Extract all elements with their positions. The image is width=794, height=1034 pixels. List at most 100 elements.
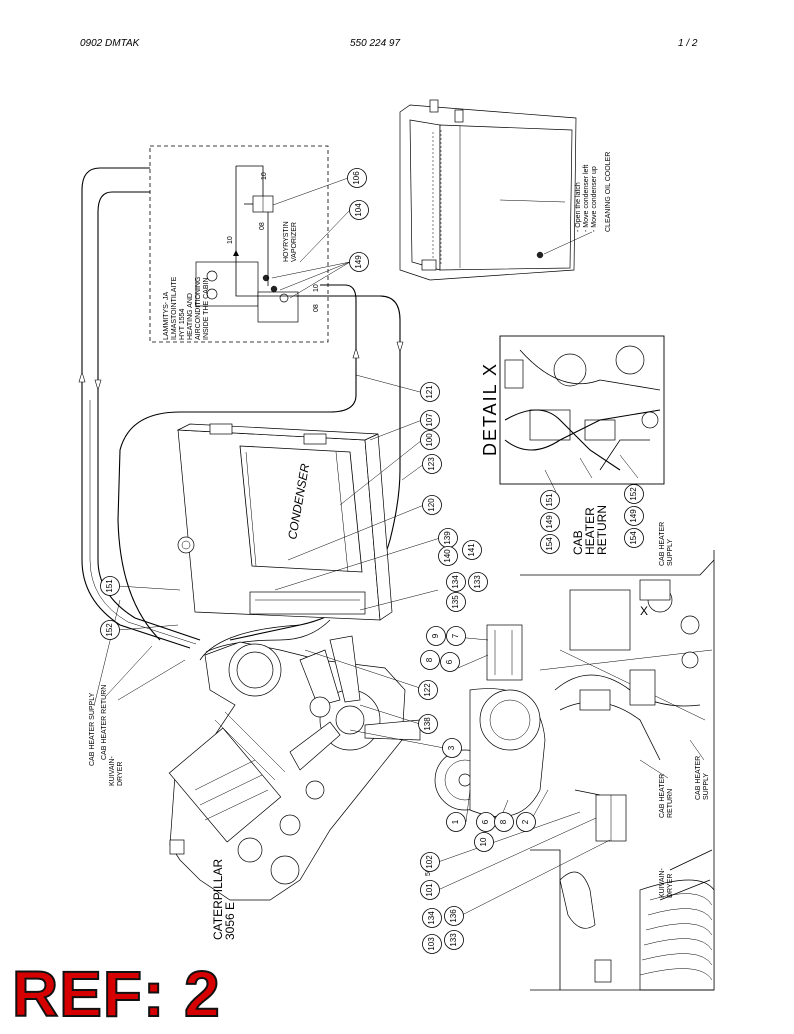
- callout-circle-c8: [420, 650, 440, 670]
- callout-number-c120: 120: [427, 498, 436, 512]
- callout-circle-c2: [516, 812, 536, 832]
- callout-circle-c123: [422, 454, 442, 474]
- pipe-size-10-b: 10: [261, 172, 268, 180]
- callout-number-c103: 103: [427, 937, 436, 951]
- engine-intake-manifold: [168, 727, 282, 843]
- callout-number-c123: 123: [427, 457, 436, 471]
- cab-heater-supply-small-2: SUPPLY: [703, 773, 710, 800]
- compressor-group: [434, 624, 546, 817]
- vaporizer-label-1: HOYRYSTIN: [283, 221, 290, 262]
- callout-number-c8b: 8: [499, 819, 508, 824]
- ref-label: REF: 2: [11, 958, 221, 1030]
- header-part-number: 550 224 97: [350, 38, 401, 49]
- callout-circle-c102: [420, 852, 440, 872]
- callout-circle-c141: [462, 540, 482, 560]
- callout-number-c134b: 134: [427, 911, 436, 925]
- callout-circle-c7: [446, 626, 466, 646]
- callout-number-c101: 101: [425, 883, 434, 897]
- kuivain-dryer-label-2b: DRYER: [667, 874, 674, 898]
- cabin-label-3: HYT 1554: [179, 309, 186, 340]
- callout-circle-c152: [100, 620, 120, 640]
- cab-heater-return-small-2: RETURN: [667, 789, 674, 818]
- callout-circle-c103: [422, 934, 442, 954]
- callout-number-c151: 151: [105, 579, 114, 593]
- detail-marker: X: [640, 604, 648, 618]
- callout-number-c149b: 149: [545, 515, 554, 529]
- callout-circle-c120: [422, 495, 442, 515]
- leader-lines: [117, 177, 611, 917]
- cabin-label-6: INSIDE THE CABIN: [203, 278, 210, 341]
- condenser-group: CONDENSER: [176, 423, 393, 621]
- callout-number-c9: 9: [431, 633, 440, 638]
- pipe-size-08-a: 08: [259, 222, 266, 230]
- callout-circle-c134: [446, 572, 466, 592]
- header-page-number: 1 / 2: [678, 38, 698, 49]
- callout-number-c133: 133: [473, 575, 482, 589]
- callout-circle-c10: [474, 832, 494, 852]
- cleaning-step-2: - Move condenser left: [583, 165, 590, 232]
- callout-number-c135: 135: [451, 595, 460, 609]
- callout-number-c8: 8: [425, 657, 434, 662]
- hoses-group: [78, 167, 404, 661]
- callout-circle-c138: [418, 714, 438, 734]
- callout-number-c121: 121: [425, 385, 434, 399]
- callout-circle-c3: [442, 738, 462, 758]
- callout-number-c149c: 149: [629, 509, 638, 523]
- heater-port-2: [206, 288, 218, 300]
- cab-heater-return-big-1: CAB: [571, 530, 585, 555]
- callout-number-c151b: 151: [545, 493, 554, 507]
- kuivain-dryer-label-2: DRYER: [117, 762, 124, 786]
- cab-heater-supply-small2-1: CAB HEATER: [659, 522, 666, 566]
- pipe-size-10-c: 10: [313, 284, 320, 292]
- engine-group: CATERPILLAR 3056 E: [168, 635, 421, 940]
- callout-circle-c149: [349, 252, 369, 272]
- cleaning-step-3: - Move condenser up: [591, 166, 598, 232]
- callout-number-c2: 2: [521, 819, 530, 824]
- detail-x-title: DETAIL X: [480, 362, 500, 456]
- callout-number-c140: 140: [443, 549, 452, 563]
- callout-circle-c134b: [422, 908, 442, 928]
- callout-number-c6b: 6: [481, 819, 490, 824]
- callout-circle-c8b: [494, 812, 514, 832]
- callout-number-c3: 3: [447, 745, 456, 750]
- callout-circle-c154b: [624, 528, 644, 548]
- engine-label-2: 3056 E: [223, 902, 237, 940]
- cab-heater-return-label: CAB HEATER RETURN: [101, 685, 108, 760]
- callout-number-c154: 154: [545, 537, 554, 551]
- cabin-unit-group: LAMMITYS- JA ILMASTOINTILAITE HYT 1554 H…: [149, 145, 329, 343]
- callout-circle-c151: [100, 576, 120, 596]
- detail-x-group: DETAIL X CAB HEATER RETURN CAB HEATER SU…: [480, 335, 674, 566]
- callout-circle-c149c: [624, 506, 644, 526]
- pipe-size-10-a: 10: [227, 236, 234, 244]
- fan-blade-2: [329, 635, 361, 703]
- heater-unit: [195, 261, 259, 307]
- callout-number-c154b: 154: [629, 531, 638, 545]
- callout-circle-c9: [426, 626, 446, 646]
- cab-heater-supply-label: CAB HEATER SUPPLY: [89, 692, 96, 766]
- callout-circle-c140: [438, 546, 458, 566]
- callout-number-c10: 10: [479, 837, 488, 846]
- callout-circle-c135: [446, 592, 466, 612]
- cleaning-step-1: - Open the latch: [575, 182, 582, 232]
- vaporizer-label-2: VAPORIZER: [291, 222, 298, 262]
- callout-number-c133b: 133: [449, 933, 458, 947]
- callout-number-c6: 6: [445, 659, 454, 664]
- callout-number-c107: 107: [425, 413, 434, 427]
- kuivain-dryer-label-2a: KUIVAIN-: [659, 868, 666, 898]
- hose-reel: [639, 879, 715, 991]
- callout-number-c1: 1: [451, 819, 460, 824]
- cab-heater-return-big-3: RETURN: [595, 505, 609, 555]
- engine-label-1: CATERPILLAR: [211, 859, 225, 940]
- callout-number-c152b: 152: [629, 487, 638, 501]
- callout-circle-c104: [349, 200, 369, 220]
- callout-number-c134: 134: [451, 575, 460, 589]
- cabin-label-5: AIRCONDITIONING: [195, 277, 202, 340]
- condenser-core: [239, 445, 363, 573]
- fan-blade-1: [299, 649, 341, 707]
- callout-circle-c100: [420, 430, 440, 450]
- vaporizer-port-3: [279, 293, 289, 303]
- cleaning-inset-group: - Open the latch - Move condenser left -…: [399, 99, 612, 281]
- callout-circle-c122: [418, 680, 438, 700]
- callout-number-c139: 139: [443, 531, 452, 545]
